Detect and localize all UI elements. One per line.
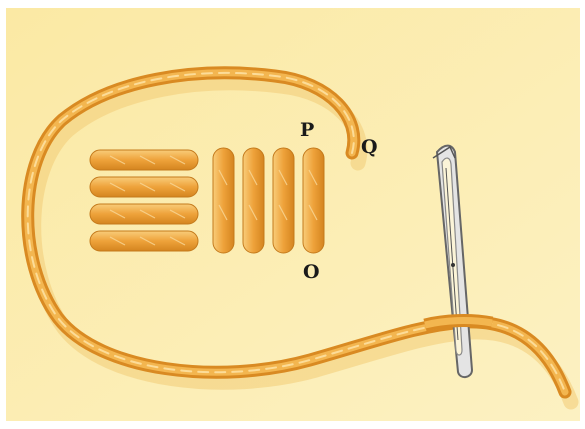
vertical-stitch bbox=[213, 148, 234, 253]
vertical-stitch bbox=[303, 148, 324, 253]
horizontal-stitch bbox=[90, 177, 198, 197]
horizontal-stitch bbox=[90, 204, 198, 224]
horizontal-stitch bbox=[90, 231, 198, 251]
vertical-stitch bbox=[243, 148, 264, 253]
label-o: O bbox=[303, 261, 320, 283]
vertical-stitch bbox=[273, 148, 294, 253]
label-q: Q bbox=[361, 136, 378, 158]
horizontal-stitch bbox=[90, 150, 198, 170]
label-p: P bbox=[300, 119, 314, 141]
